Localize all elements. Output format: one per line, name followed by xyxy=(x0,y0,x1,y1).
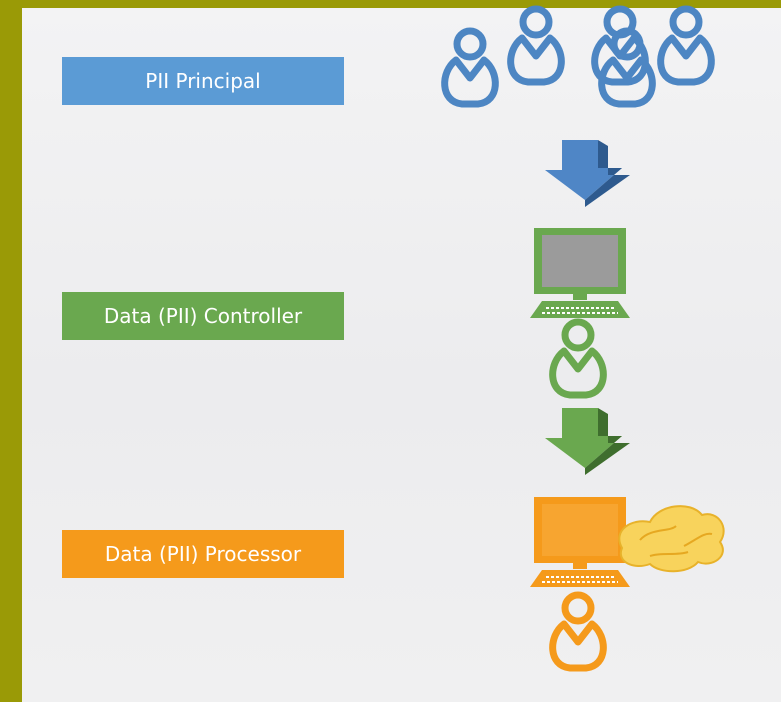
user-icon xyxy=(511,9,562,82)
slide-canvas xyxy=(22,8,781,702)
computer-icon xyxy=(530,228,630,318)
down-arrow-icon xyxy=(545,140,630,207)
user-icon xyxy=(553,595,604,668)
user-group-icon xyxy=(445,9,712,104)
pii-processor-label: Data (PII) Processor xyxy=(62,530,344,578)
pii-controller-label: Data (PII) Controller xyxy=(62,292,344,340)
cloud-icon xyxy=(618,505,725,573)
user-icon xyxy=(445,31,496,104)
down-arrow-icon xyxy=(545,408,630,475)
pii-principal-label: PII Principal xyxy=(62,57,344,105)
computer-icon xyxy=(530,497,630,587)
user-icon xyxy=(553,322,604,395)
user-icon xyxy=(661,9,712,82)
